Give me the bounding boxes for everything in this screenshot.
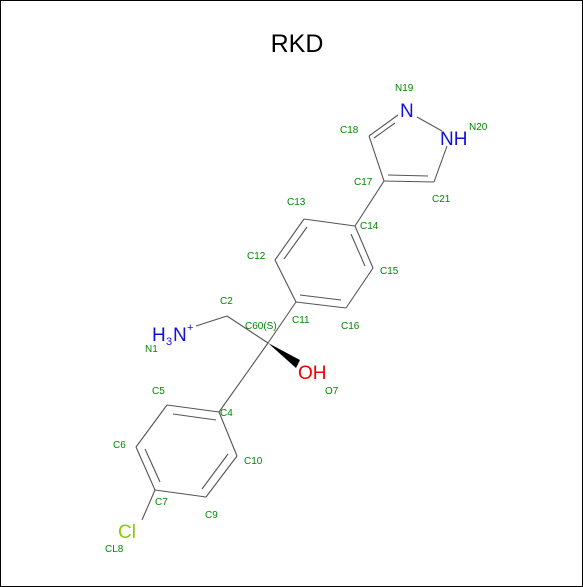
atom-n1-symbol: N [173, 325, 187, 346]
label-c18: C18 [340, 125, 359, 136]
atom-n19-symbol: N [400, 101, 414, 122]
label-c2: C2 [220, 296, 233, 307]
lower-phenyl-ring [135, 404, 238, 521]
bond-n19-c18 [368, 114, 399, 137]
bond-c11-c16 [295, 301, 347, 309]
atom-o7-symbol: OH [298, 363, 327, 384]
diagram-title: RKD [271, 30, 324, 58]
bond-c6-c7 [135, 446, 156, 491]
bond-c14-c13 [303, 218, 356, 227]
label-c5: C5 [152, 386, 165, 397]
atom-cl8-symbol: Cl [118, 522, 136, 543]
label-c17: C17 [354, 177, 373, 188]
bond-c17-c21 [383, 180, 435, 183]
bond-c2-n1 [195, 315, 228, 327]
label-n19: N19 [395, 83, 414, 94]
bond-c17-c21-double [387, 174, 429, 177]
label-c14: C14 [360, 221, 379, 232]
atom-n1-h-subscript: 3 [166, 336, 172, 348]
label-c6: C6 [113, 440, 126, 451]
label-cl8: CL8 [105, 544, 124, 555]
bond-c16-c15 [345, 267, 374, 309]
pyrazole-ring [368, 114, 448, 183]
bond-c60-c2 [226, 315, 269, 344]
wedge-bond-c60-o7 [268, 343, 300, 368]
bond-c13-c12-double [283, 226, 308, 260]
label-c60: C60(S) [245, 321, 277, 332]
label-c10: C10 [244, 456, 263, 467]
bond-c9-c10 [205, 455, 238, 498]
bond-c7-c9 [154, 489, 207, 498]
label-c11: C11 [292, 315, 310, 326]
label-n1: N1 [145, 344, 158, 355]
bond-c12-c11 [274, 259, 297, 303]
label-c15: C15 [380, 266, 399, 277]
label-c12: C12 [247, 251, 266, 262]
label-c21: C21 [432, 194, 451, 205]
label-n20: N20 [469, 122, 488, 133]
bond-c13-c12 [274, 218, 305, 261]
bond-c15-c14 [354, 225, 374, 269]
bond-c7-cl8 [141, 489, 156, 521]
bond-c60-c4 [218, 342, 269, 413]
atom-n1-charge: + [187, 322, 193, 334]
bond-c4-c5 [166, 404, 220, 413]
bond-c9-c10-double [201, 453, 229, 490]
atom-n1-h-symbol: H [152, 325, 166, 346]
bond-c4-c5-double [172, 413, 217, 421]
label-c9: C9 [205, 510, 218, 521]
bond-c10-c4 [218, 411, 238, 457]
bond-c15-c14-double [350, 233, 366, 267]
label-c4: C4 [220, 408, 233, 419]
bond-c18-c17 [368, 135, 385, 182]
bond-n20-c21 [433, 145, 448, 183]
bond-c6-c7-double [144, 448, 161, 483]
bond-n19-n20 [416, 116, 443, 132]
bond-n19-c18-double [373, 122, 396, 139]
label-c13: C13 [287, 197, 306, 208]
bond-c17-c14 [354, 180, 385, 227]
label-c16: C16 [341, 321, 360, 332]
label-o7: O7 [325, 386, 339, 397]
label-c7: C7 [155, 497, 168, 508]
bond-c11-c60 [267, 301, 297, 344]
atom-labels: N19 N20 C18 C17 C21 C13 C14 C12 C15 C2 C… [105, 83, 488, 555]
bond-c11-c16-double [299, 294, 342, 301]
bond-c5-c6 [135, 404, 168, 448]
upper-phenyl-ring [274, 218, 374, 309]
atom-n20-symbol: NH [440, 129, 467, 150]
